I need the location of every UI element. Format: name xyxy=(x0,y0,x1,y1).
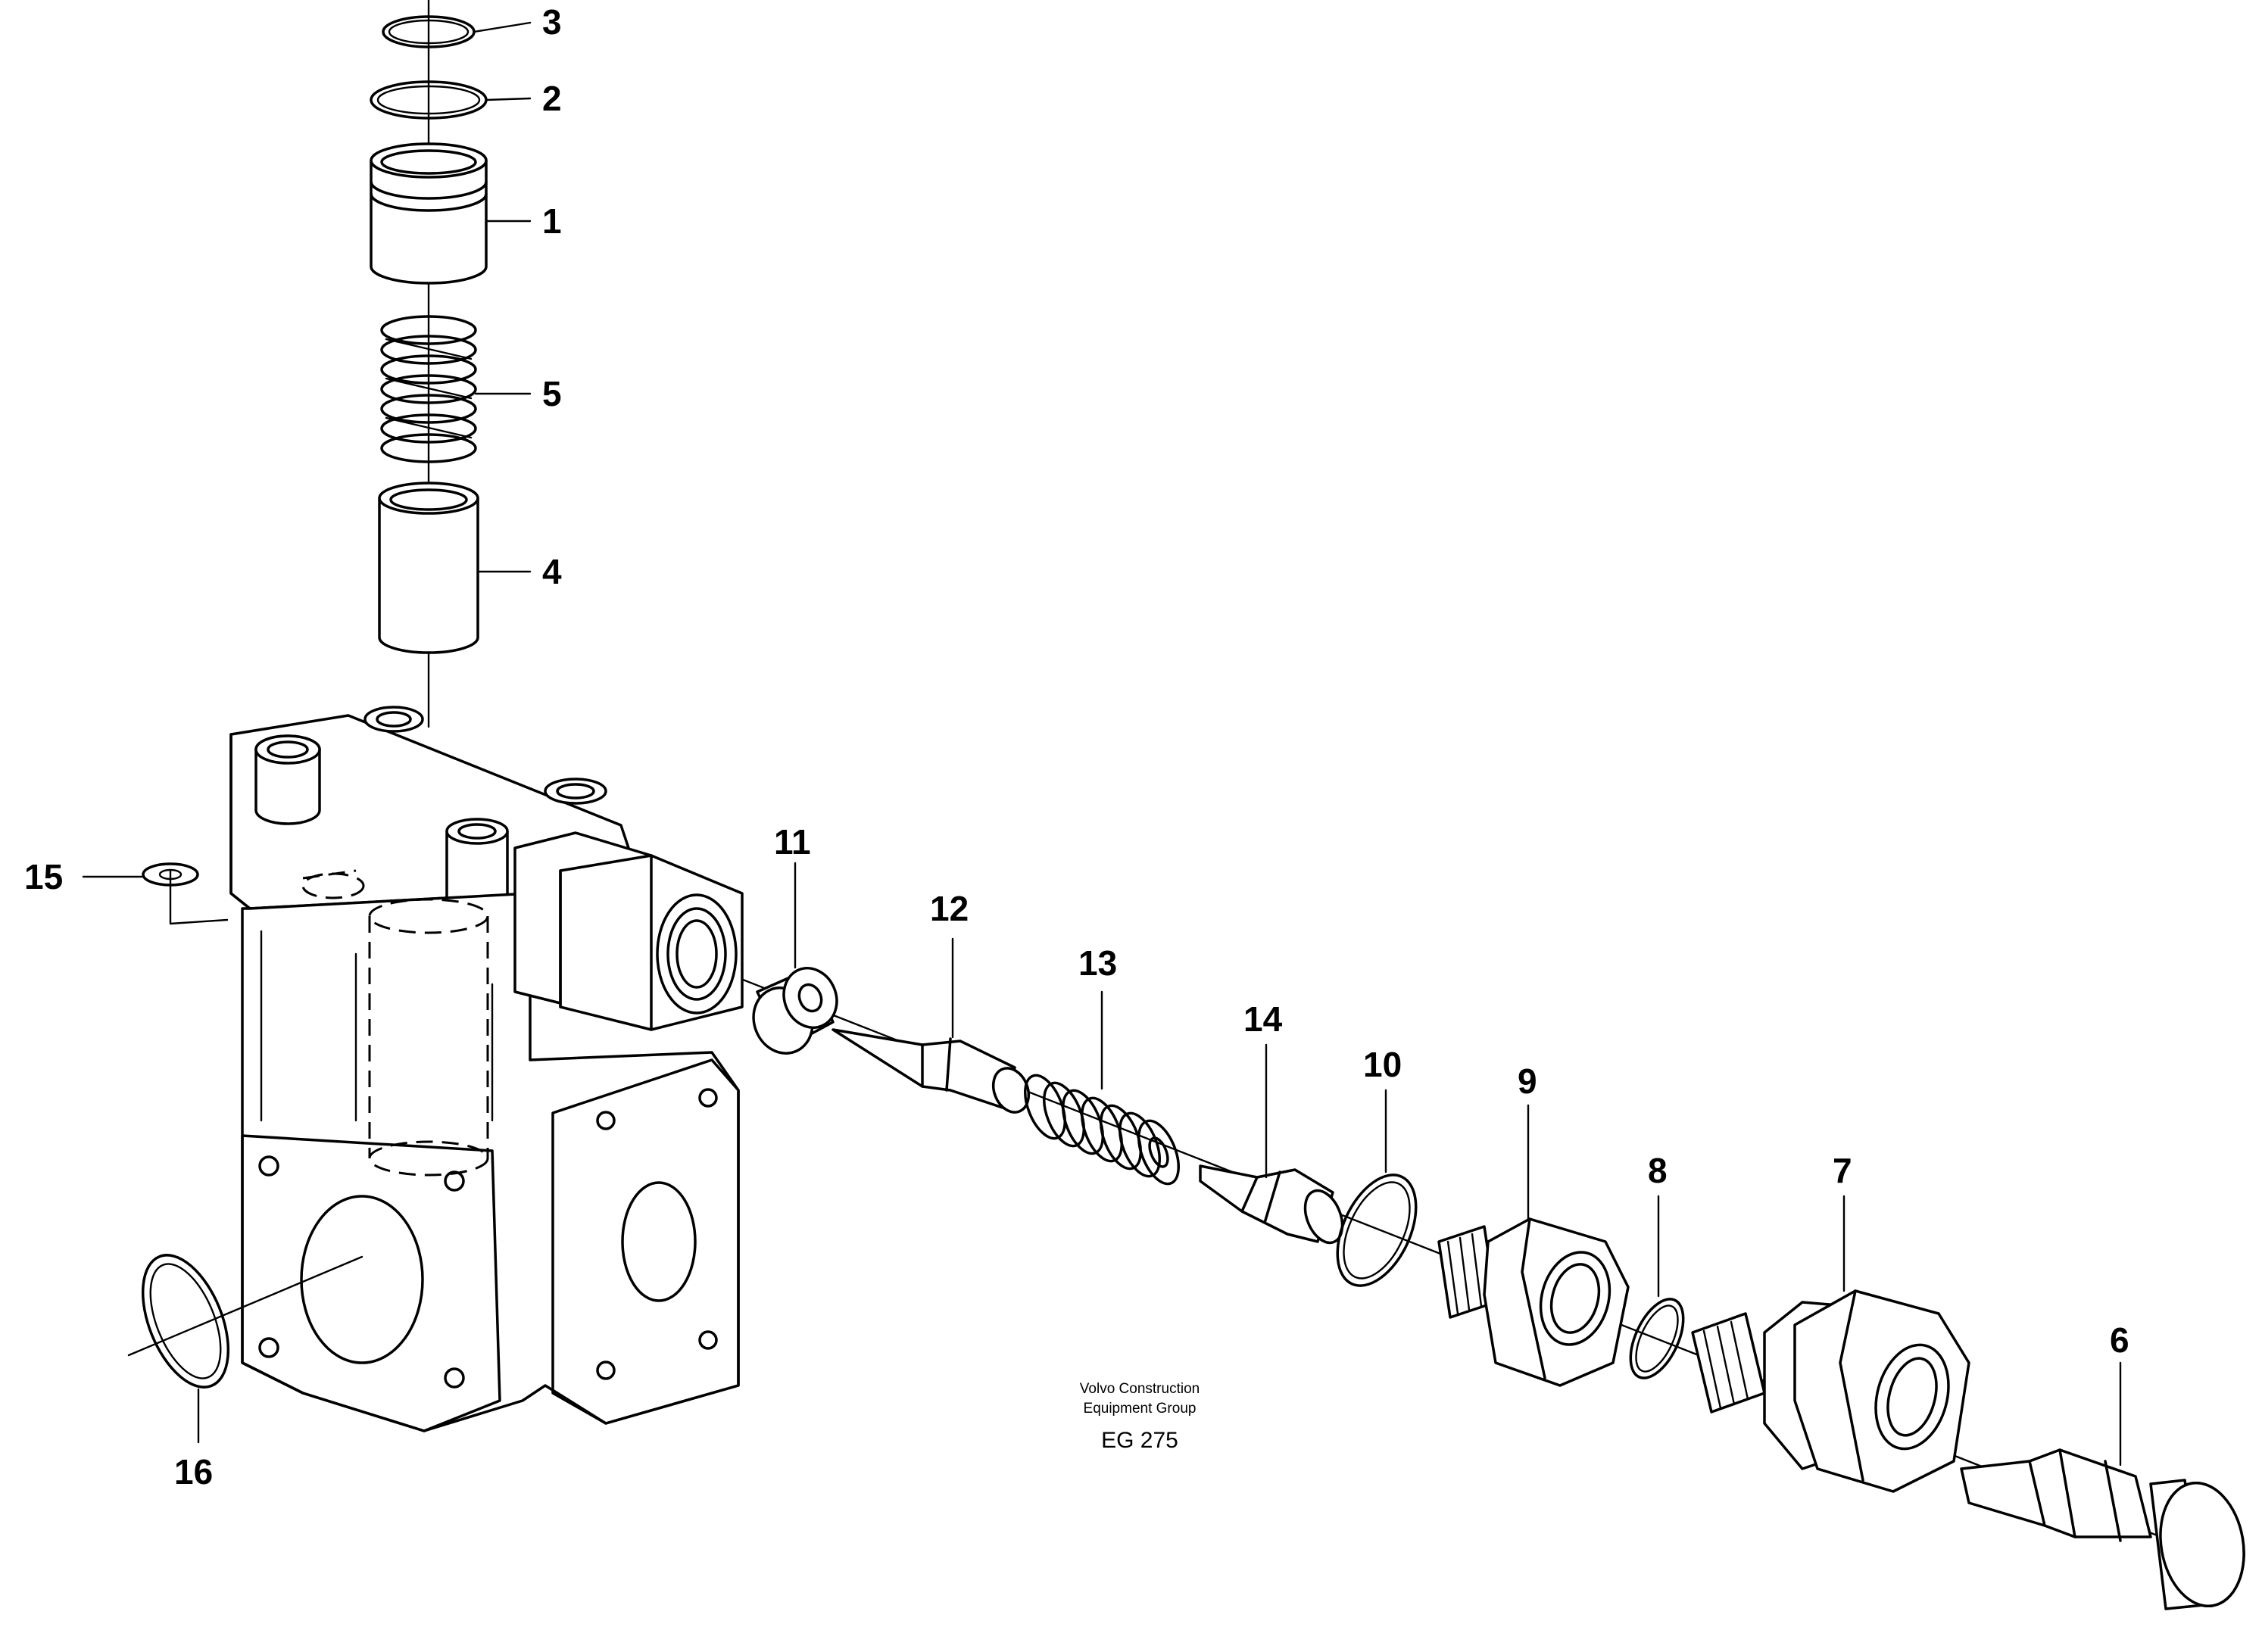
callout-2: 2 xyxy=(542,79,562,118)
credit-line-2: Equipment Group xyxy=(1084,1401,1197,1417)
credit-line-1: Volvo Construction xyxy=(1080,1381,1200,1397)
part-4-sleeve xyxy=(378,482,479,654)
callout-15: 15 xyxy=(24,857,63,896)
part-8-seal-ring xyxy=(1629,1298,1685,1379)
part-7-hex-body xyxy=(1691,1289,1970,1493)
callout-10: 10 xyxy=(1363,1045,1402,1084)
callout-13: 13 xyxy=(1078,943,1117,983)
leader-lines xyxy=(82,21,2122,1467)
callout-16: 16 xyxy=(174,1452,213,1491)
valve-body xyxy=(229,706,744,1432)
callout-9: 9 xyxy=(1518,1061,1537,1101)
callout-11: 11 xyxy=(774,822,811,862)
callout-7: 7 xyxy=(1833,1151,1852,1190)
part-12-poppet xyxy=(831,1028,1031,1114)
callout-5: 5 xyxy=(542,374,562,413)
part-10-seal-ring xyxy=(1336,1174,1418,1287)
callout-labels: 3 2 1 5 4 15 11 12 13 14 10 9 8 7 6 16 xyxy=(24,2,2129,1491)
part-13-spring xyxy=(1024,1074,1180,1186)
drawing-credit: Volvo Construction Equipment Group EG 27… xyxy=(1080,1381,1200,1453)
callout-8: 8 xyxy=(1648,1151,1668,1190)
callout-3: 3 xyxy=(542,2,562,42)
part-5-spring xyxy=(380,315,477,463)
callout-6: 6 xyxy=(2110,1320,2129,1360)
part-15-small-washer xyxy=(142,862,229,925)
part-14-pin xyxy=(1199,1164,1344,1245)
callout-4: 4 xyxy=(542,552,562,591)
callout-1: 1 xyxy=(542,201,562,241)
part-11-washer xyxy=(752,967,838,1055)
callout-12: 12 xyxy=(930,889,969,928)
part-6-adjusting-screw xyxy=(1960,1448,2245,1610)
part-16-large-seal-ring xyxy=(127,1254,363,1389)
callout-14: 14 xyxy=(1243,999,1283,1039)
part-9-hex-fitting xyxy=(1437,1217,1630,1387)
drawing-code: EG 275 xyxy=(1101,1428,1178,1453)
part-1-cylinder-cup xyxy=(370,142,488,285)
